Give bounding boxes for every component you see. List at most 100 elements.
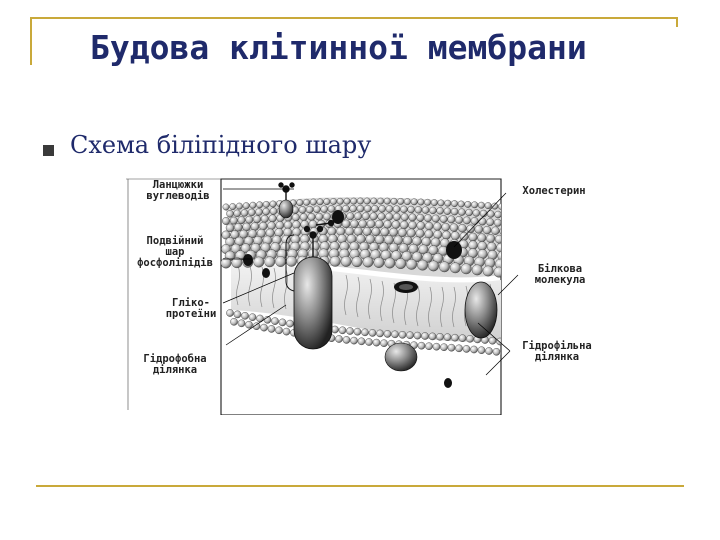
phospholipid-head [407, 205, 415, 214]
phospholipid-head [286, 255, 297, 267]
phospholipid-head [250, 222, 260, 231]
phospholipid-head [492, 347, 501, 356]
phospholipid-head [486, 218, 495, 226]
phospholipid-head [327, 205, 336, 213]
phospholipid-head [353, 327, 362, 336]
phospholipid-head [418, 244, 429, 255]
frame-right-line [676, 17, 678, 27]
phospholipid-head [361, 212, 370, 221]
phospholipid-head [449, 262, 461, 274]
phospholipid-head [271, 317, 279, 325]
phospholipid-head [477, 346, 486, 354]
phospholipid-head [320, 205, 328, 213]
phospholipid-head [260, 323, 268, 332]
phospholipid-head [391, 220, 401, 229]
phospholipid-head [422, 252, 433, 263]
phospholipid-head [421, 206, 430, 214]
phospholipid-head [494, 218, 501, 227]
phospholipid-head [449, 223, 459, 232]
phospholipid-head [340, 256, 352, 267]
label-hydrophilic-region: Гідрофільна ділянка [522, 340, 592, 363]
phospholipid-head [424, 229, 434, 239]
phospholipid-head [225, 223, 235, 232]
protein-molecule-shape [464, 281, 498, 339]
label-carbohydrate-chains: Ланцюжки вуглеводів [146, 179, 210, 202]
phospholipid-head [346, 327, 354, 335]
phospholipid-head [468, 232, 478, 242]
phospholipid-head [267, 325, 276, 333]
phospholipid-head [283, 220, 293, 230]
phospholipid-head [240, 209, 249, 217]
phospholipid-head [482, 265, 494, 277]
phospholipid-head [392, 212, 401, 221]
phospholipid-head [424, 198, 431, 206]
phospholipid-head [428, 260, 439, 272]
phospholipid-head [455, 344, 463, 353]
phospholipid-head [406, 331, 414, 339]
phospholipid-head [406, 258, 417, 270]
membrane-svg [126, 178, 519, 416]
phospholipid-head [299, 213, 308, 221]
phospholipid-head [230, 317, 238, 326]
phospholipid-head [226, 210, 234, 218]
phospholipid-head [491, 202, 499, 210]
phospholipid-head [250, 243, 261, 253]
phospholipid-head [495, 234, 501, 244]
phospholipid-head [383, 330, 392, 338]
phospholipid-head [309, 198, 317, 206]
phospholipid-head [233, 209, 241, 217]
phospholipid-head [298, 206, 307, 214]
phospholipid-head [474, 225, 483, 234]
phospholipid-head [462, 345, 471, 353]
phospholipid-head [229, 203, 237, 210]
phospholipid-head [402, 235, 413, 246]
phospholipid-head [479, 209, 488, 218]
phospholipid-head [253, 215, 262, 224]
phospholipid-head [356, 197, 364, 205]
phospholipid-head [371, 205, 379, 213]
phospholipid-head [222, 203, 230, 211]
phospholipid-head [450, 207, 459, 216]
phospholipid-head [363, 204, 372, 213]
phospholipid-head [269, 207, 278, 215]
phospholipid-head [457, 200, 465, 208]
phospholipid-head [482, 225, 492, 235]
phospholipid-head [460, 263, 472, 275]
phospholipid-head [471, 201, 478, 209]
label-hydrophobic-region: Гідрофобна ділянка [143, 353, 207, 376]
phospholipid-head [343, 197, 351, 205]
membrane-diagram: Ланцюжки вуглеводів Подвійний шар фосфол… [126, 165, 606, 416]
phospholipid-head [346, 212, 355, 221]
phospholipid-head [370, 197, 378, 205]
phospholipid-head [499, 228, 501, 235]
phospholipid-head [433, 230, 443, 239]
phospholipid-head [377, 212, 386, 221]
phospholipid-head [403, 198, 411, 205]
phospholipid-head [323, 212, 331, 221]
phospholipid-head [256, 201, 264, 209]
phospholipid-head [368, 329, 377, 337]
phospholipid-head [466, 224, 475, 233]
bullet-square-icon [43, 145, 54, 156]
phospholipid-head [221, 257, 232, 269]
phospholipid-head [433, 222, 442, 231]
cholesterol-shapes [243, 210, 462, 388]
phospholipid-head [400, 220, 409, 230]
phospholipid-head [373, 257, 385, 268]
phospholipid-head [275, 256, 287, 267]
phospholipid-head [496, 242, 501, 253]
phospholipid-head [502, 212, 509, 219]
phospholipid-head [350, 197, 358, 205]
phospholipid-head [425, 342, 433, 350]
phospholipid-head [226, 309, 234, 317]
phospholipid-head [308, 220, 318, 229]
phospholipid-head [383, 220, 392, 229]
phospholipid-head [363, 197, 371, 205]
phospholipid-head [305, 205, 314, 214]
phospholipid-head [450, 231, 460, 241]
phospholipid-head [385, 205, 394, 213]
phospholipid-head [247, 208, 256, 217]
label-cholesterol: Холестерин [522, 185, 586, 197]
phospholipid-head [451, 200, 458, 207]
phospholipid-head [371, 227, 381, 237]
